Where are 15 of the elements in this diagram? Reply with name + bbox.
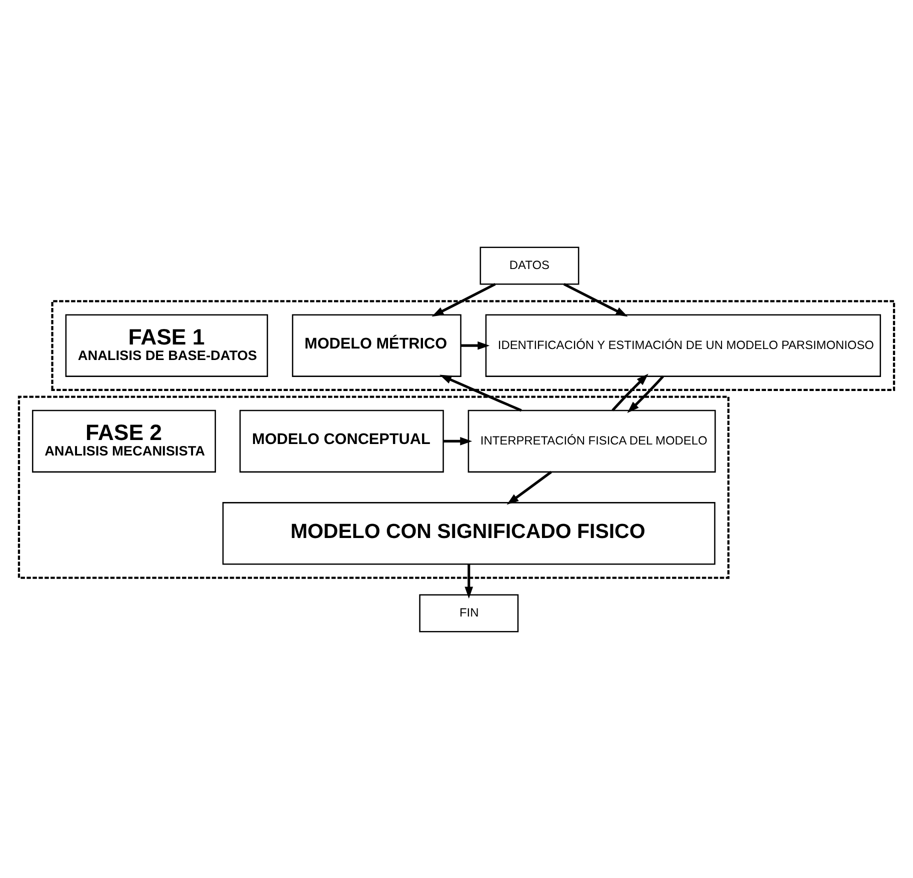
node-box: IDENTIFICACIÓN Y ESTIMACIÓN DE UN MODELO PARSIMONIOSO (485, 314, 881, 376)
node-box: FASE 1 ANALISIS DE BASE-DATOS (65, 314, 268, 376)
arrow (460, 340, 490, 350)
arrow (464, 564, 474, 598)
node-box: MODELO CON SIGNIFICADO FISICO (222, 502, 716, 564)
arrow (506, 470, 552, 504)
node-box: INTERPRETACIÓN FISICA DEL MODELO (468, 409, 716, 472)
node-box: FASE 2 ANALISIS MECANISISTA (32, 409, 216, 472)
cluster (51, 300, 896, 391)
node-box: DATOS (480, 246, 580, 284)
node-box: FIN (419, 594, 519, 632)
node-box: MODELO CONCEPTUAL (239, 409, 444, 472)
node-box: MODELO MÉTRICO (292, 314, 462, 376)
arrow (443, 436, 472, 445)
cluster (18, 395, 730, 578)
